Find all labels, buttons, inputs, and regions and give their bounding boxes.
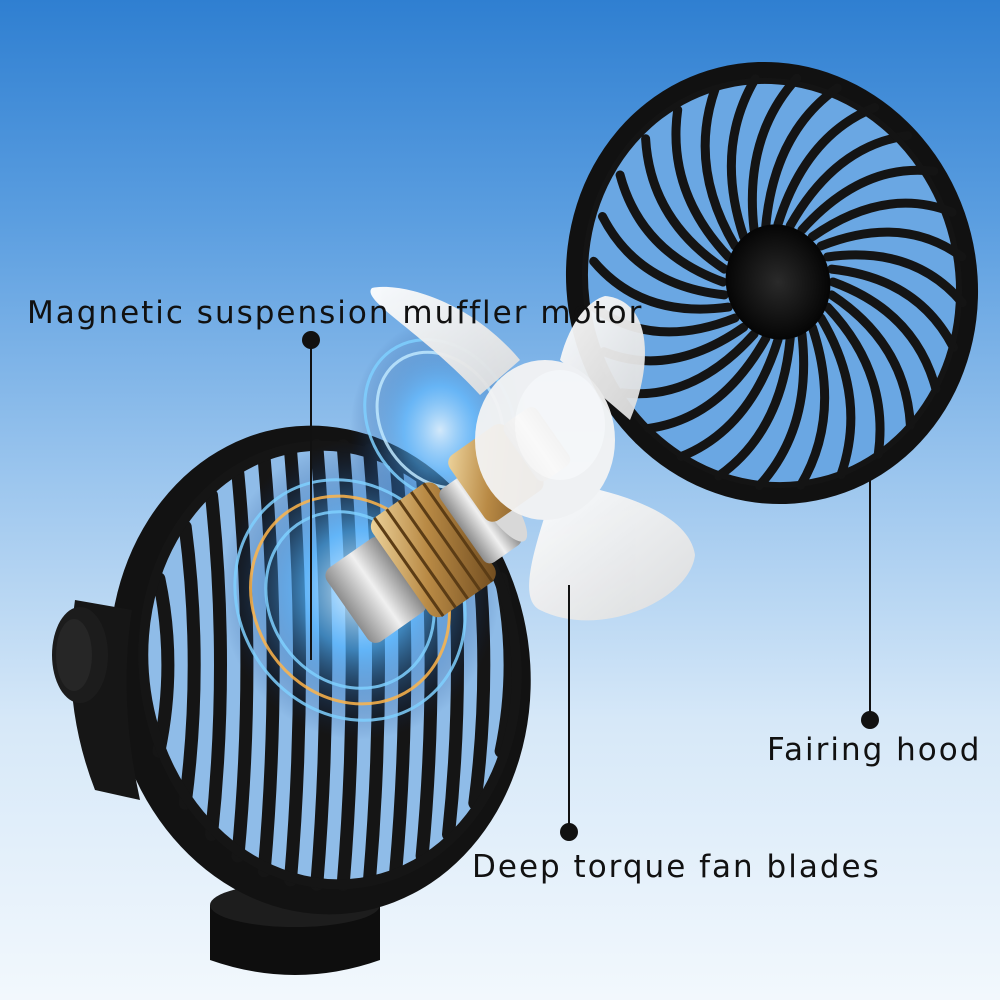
hood-spoke [827,264,958,352]
hood-spoke [797,165,939,235]
hood-spoke [747,73,802,235]
hood-spoke [676,335,783,462]
hood-spoke [823,250,967,308]
hood-callout-label: Fairing hood [767,732,982,768]
leader-lines [310,340,871,832]
hood-spoke [644,333,771,433]
housing-bar [178,520,201,810]
motor-callout-label: Magnetic suspension muffler motor [27,295,644,331]
hood-spoke [754,329,809,491]
hood-spoke [700,85,740,251]
hood-spoke [589,256,733,314]
hood-spoke [827,290,915,430]
fairing-hood [565,61,979,505]
motor-callout-dot [302,331,320,349]
hood-spoke [641,134,729,274]
hood-spoke [816,227,967,262]
hood-spoke [796,322,830,490]
hood-spoke [785,131,912,231]
hood-spoke [671,105,733,262]
hood-spoke [726,74,760,242]
housing-bar [205,488,227,842]
hood-spoke [761,83,842,231]
hood-spoke [773,102,880,229]
hood-spoke [598,212,729,300]
hood-spoke [823,302,885,459]
blades-callout-label: Deep torque fan blades [472,849,881,885]
blades-callout-dot [560,823,578,841]
hood-spoke [615,170,728,287]
hood-callout-dot [861,711,879,729]
leader-dots [302,331,879,841]
housing-bar [152,572,175,758]
hood-spoke [816,313,856,479]
hood-spoke [807,198,957,242]
hood-spoke [828,277,941,394]
hood-spoke [714,333,795,481]
fan-blades [370,286,695,621]
